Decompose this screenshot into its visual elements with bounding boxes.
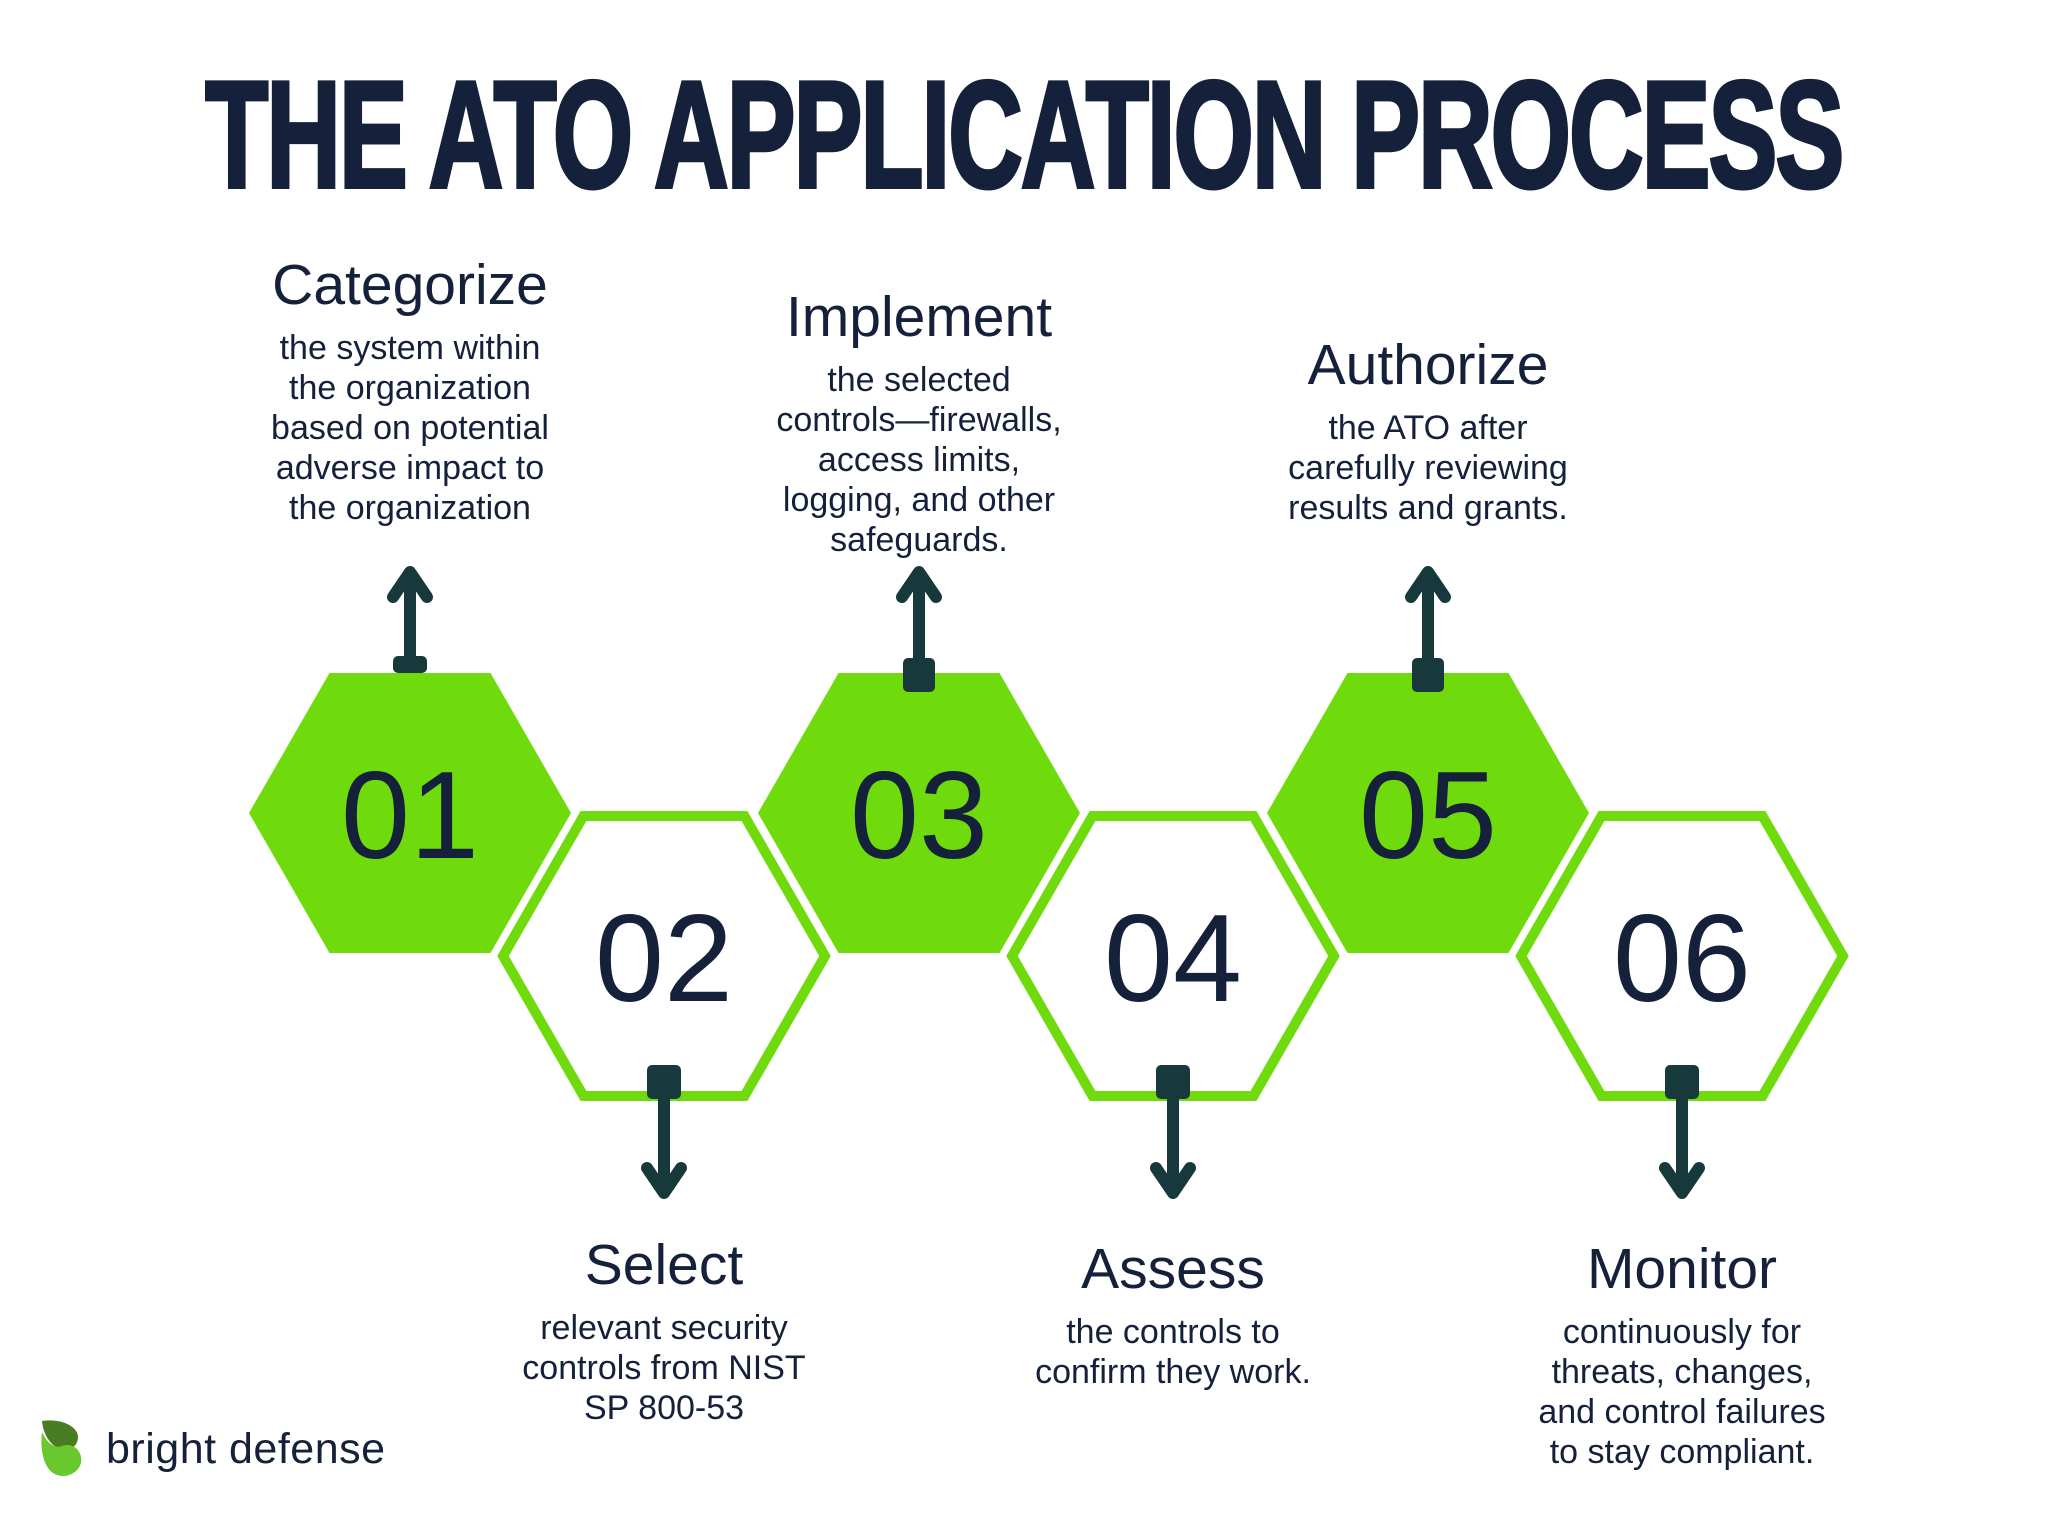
step-06-arrow-icon: [1659, 1091, 1705, 1199]
step-02-arrow-icon: [641, 1091, 687, 1199]
step-01-hexagon: [249, 673, 571, 953]
step-05-arrow-icon: [1405, 566, 1451, 668]
step-01-description: the system within the organization based…: [271, 329, 549, 528]
step-06-description: continuously for threats, changes, and c…: [1538, 1313, 1826, 1472]
step-03-arrow-base: [903, 658, 935, 692]
step-06-number: 06: [1613, 890, 1751, 1028]
page-title: THE ATO APPLICATION PROCESS: [204, 48, 1846, 222]
step-05-arrow-base: [1412, 658, 1444, 692]
step-01-arrow-icon: [387, 566, 433, 666]
brand-logo: bright defense: [40, 1420, 386, 1478]
step-02-hexagon: [497, 811, 831, 1101]
step-03-arrow-icon: [896, 566, 942, 668]
step-03-description-block: Implement the selected controls—firewall…: [679, 284, 1159, 561]
step-04-arrow-base: [1156, 1065, 1190, 1099]
step-03-up-arrow: [896, 566, 942, 692]
step-02-heading: Select: [584, 1233, 744, 1297]
step-01-heading: Categorize: [272, 253, 548, 317]
step-06-arrow-base: [1665, 1065, 1699, 1099]
step-06-description-block: Monitor continuously for threats, change…: [1442, 1236, 1922, 1472]
step-05-number: 05: [1359, 747, 1497, 885]
step-04-number: 04: [1104, 890, 1242, 1028]
step-05-hexagon: [1267, 673, 1589, 953]
step-04-arrow-icon: [1150, 1091, 1196, 1199]
step-02-description-block: Select relevant security controls from N…: [424, 1232, 904, 1428]
step-06-hexagon: [1515, 811, 1849, 1101]
step-02-number: 02: [595, 890, 733, 1028]
step-05-up-arrow: [1405, 566, 1451, 692]
step-03-heading: Implement: [785, 285, 1053, 349]
bright-defense-mark-icon: [41, 1420, 82, 1477]
title-row: THE ATO APPLICATION PROCESS: [0, 48, 2048, 223]
step-04-heading: Assess: [1081, 1237, 1265, 1301]
step-02-arrow-base: [647, 1065, 681, 1099]
step-06-heading: Monitor: [1586, 1237, 1778, 1301]
logo-leaf-top: [42, 1420, 78, 1450]
step-05-description-block: Authorize the ATO after carefully review…: [1188, 332, 1668, 528]
step-03-description: the selected controls—firewalls, access …: [776, 361, 1062, 560]
step-04-description: the controls to confirm they work.: [1035, 1313, 1311, 1392]
step-04-hexagon: [1006, 811, 1340, 1101]
step-03-hexagon: [758, 673, 1080, 953]
step-01-description-block: Categorize the system within the organiz…: [170, 252, 650, 529]
step-05-heading: Authorize: [1307, 333, 1549, 397]
brand-logo-text: bright defense: [106, 1424, 386, 1473]
step-02-down-arrow: [641, 1065, 687, 1199]
logo-leaf-bottom: [41, 1432, 82, 1477]
step-03-number: 03: [850, 747, 988, 885]
step-04-description-block: Assess the controls to confirm they work…: [933, 1236, 1413, 1392]
step-06-down-arrow: [1659, 1065, 1705, 1199]
step-01-up-arrow: [387, 566, 433, 673]
step-01-number: 01: [341, 747, 479, 885]
step-05-description: the ATO after carefully reviewing result…: [1288, 409, 1568, 528]
step-04-down-arrow: [1150, 1065, 1196, 1199]
step-02-description: relevant security controls from NIST SP …: [522, 1309, 806, 1428]
